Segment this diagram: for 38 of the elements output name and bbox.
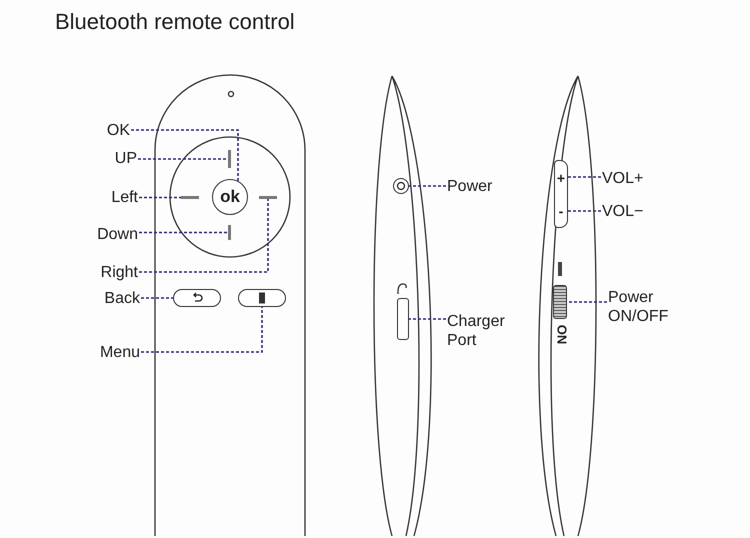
part-label: VOL+: [602, 168, 644, 188]
leader-line: [141, 307, 263, 353]
part-label: OK: [106, 120, 130, 140]
leader-line: [567, 301, 607, 303]
part-label: VOL−: [602, 202, 644, 220]
leader-line: [139, 199, 269, 273]
charger-port: [397, 298, 409, 340]
dpad-button: [228, 150, 231, 168]
part-label: Left: [111, 188, 138, 206]
leader-line: [139, 232, 228, 234]
leader-line: [131, 129, 239, 181]
leader-line: [568, 210, 601, 212]
part-label: UP: [114, 148, 137, 168]
power-button: [393, 178, 409, 194]
volume-up-button: +: [554, 160, 568, 194]
leader-line: [138, 158, 228, 160]
part-label: Charger Port: [447, 312, 519, 350]
back-button: [173, 289, 221, 307]
leader-line: [141, 297, 173, 299]
part-label: Power: [447, 176, 492, 196]
power-switch: [553, 285, 567, 319]
ok-button: ok: [212, 179, 248, 215]
part-label: Menu: [100, 342, 140, 362]
dpad-button: [259, 196, 277, 199]
menu-button: [238, 289, 286, 307]
volume-down-button: -: [554, 194, 568, 228]
diagram-title: Bluetooth remote control: [55, 9, 295, 35]
dpad-button: [181, 196, 199, 199]
dpad-button: [228, 225, 231, 240]
leader-line: [568, 176, 601, 178]
part-label: Down: [97, 224, 138, 244]
leader-line: [139, 196, 181, 198]
leader-line: [409, 185, 446, 187]
leader-line: [409, 318, 446, 320]
part-label: Power ON/OFF: [608, 288, 700, 326]
part-label: Right: [100, 262, 138, 282]
switch-marking: ON: [554, 324, 570, 344]
part-label: Back: [104, 288, 140, 308]
